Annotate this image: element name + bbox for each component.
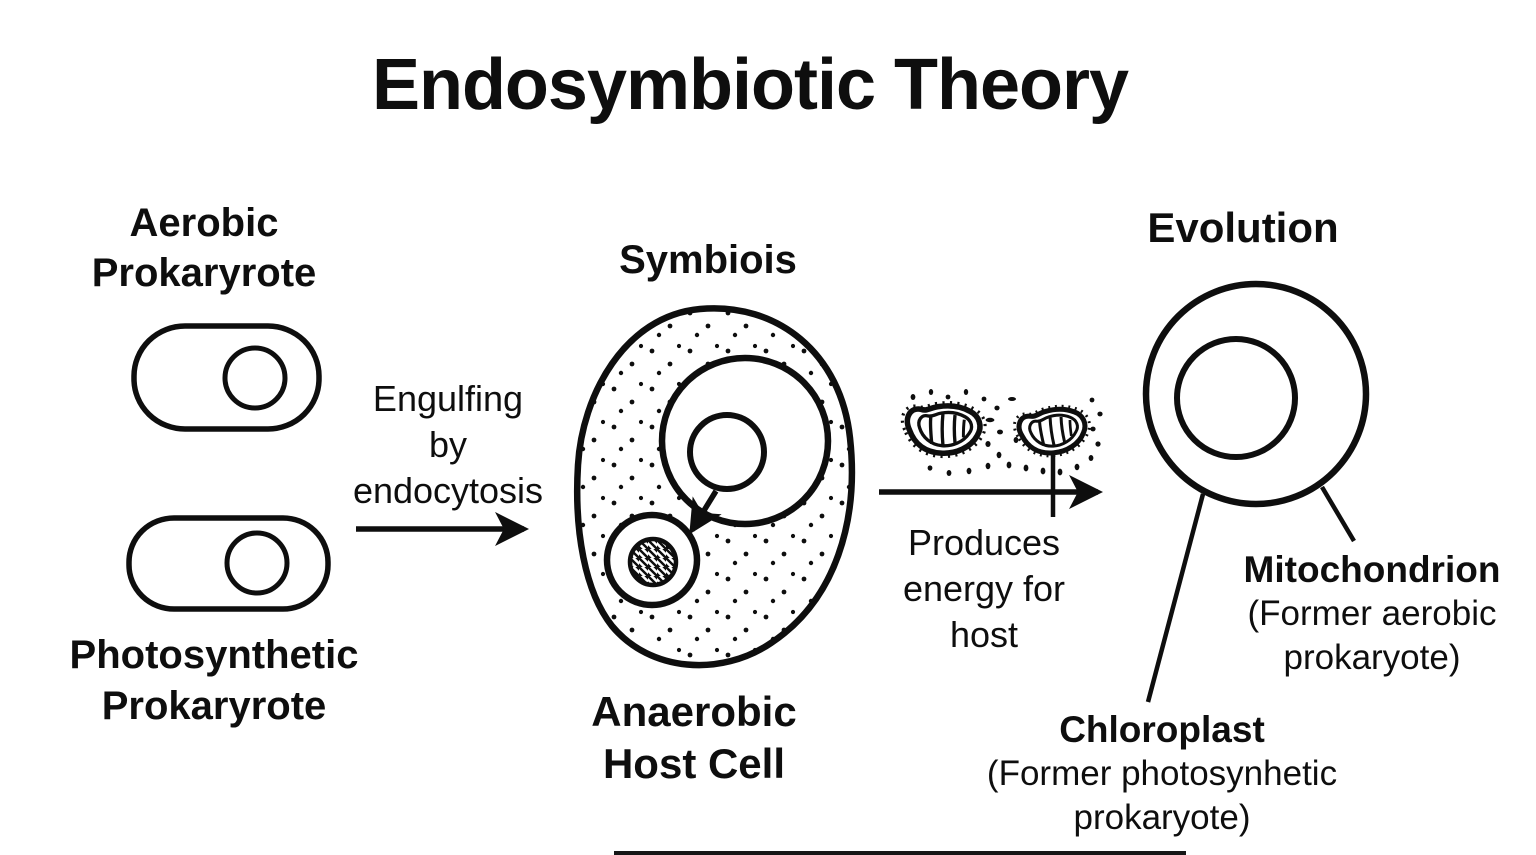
produces-label-line3: host xyxy=(949,614,1019,655)
engulfing-label-line3: endocytosis xyxy=(352,470,544,511)
nucleus-to-vesicle-arrow xyxy=(689,489,722,535)
diagram-title: Endosymbiotic Theory xyxy=(371,45,1129,125)
anaerobic-host-label: Anaerobic Host Cell xyxy=(591,686,796,790)
photosynthetic-label-line1: Photosynthetic xyxy=(69,633,359,677)
aerobic-label-line2: Prokaryrote xyxy=(91,251,317,295)
engulfing-label-line1: Engulfing xyxy=(372,378,524,419)
aerobic-prokaryote-cell xyxy=(131,323,322,432)
produces-energy-label: Produces energy for host xyxy=(903,520,1065,658)
mitochondrion-desc-line2: prokaryote) xyxy=(1283,638,1461,677)
evolved-cell-drawing xyxy=(1142,280,1370,703)
engulfed-chloroplast xyxy=(627,536,679,588)
anaerobic-label-line1: Anaerobic xyxy=(591,688,797,735)
evolved-cell-nucleus xyxy=(1174,336,1298,460)
photosynthetic-label-line2: Prokaryrote xyxy=(101,684,327,728)
aerobic-label-line1: Aerobic xyxy=(129,201,279,245)
engulfing-label-line2: by xyxy=(428,424,468,465)
mitochondrion-name: Mitochondrion xyxy=(1243,549,1501,590)
chloroplast-callout-line xyxy=(1145,493,1206,703)
chloroplast-desc-line2: prokaryote) xyxy=(1073,798,1251,837)
engulfing-label: Engulfing by endocytosis xyxy=(353,376,543,514)
mitochondria-drawing xyxy=(902,389,1103,476)
anaerobic-label-line2: Host Cell xyxy=(602,740,786,787)
chloroplast-desc-line1: (Former photosynhetic xyxy=(986,754,1338,793)
host-nucleolus xyxy=(687,412,767,492)
host-cell-drawing xyxy=(573,305,856,669)
chloroplast-name: Chloroplast xyxy=(1059,709,1265,750)
mitochondrion-label: Mitochondrion (Former aerobic prokaryote… xyxy=(1244,548,1501,680)
photosynthetic-prokaryote-cell xyxy=(126,515,331,612)
aerobic-prokaryote-label: Aerobic Prokaryrote xyxy=(92,198,317,298)
symbiosis-label: Symbiois xyxy=(619,238,797,282)
mitochondrion-desc-line1: (Former aerobic xyxy=(1247,594,1497,633)
produces-label-line1: Produces xyxy=(907,522,1061,563)
chloroplast-label: Chloroplast (Former photosynhetic prokar… xyxy=(987,708,1337,840)
produces-label-line2: energy for xyxy=(902,568,1066,609)
evolution-arrow xyxy=(879,455,1104,517)
mitochondrion-callout-line xyxy=(1320,485,1356,543)
evolution-label: Evolution xyxy=(1147,204,1339,251)
mitochondria-speckles xyxy=(910,389,1103,476)
photosynthetic-prokaryote-label: Photosynthetic Prokaryrote xyxy=(70,630,359,732)
bottom-edge-line xyxy=(614,851,1186,855)
